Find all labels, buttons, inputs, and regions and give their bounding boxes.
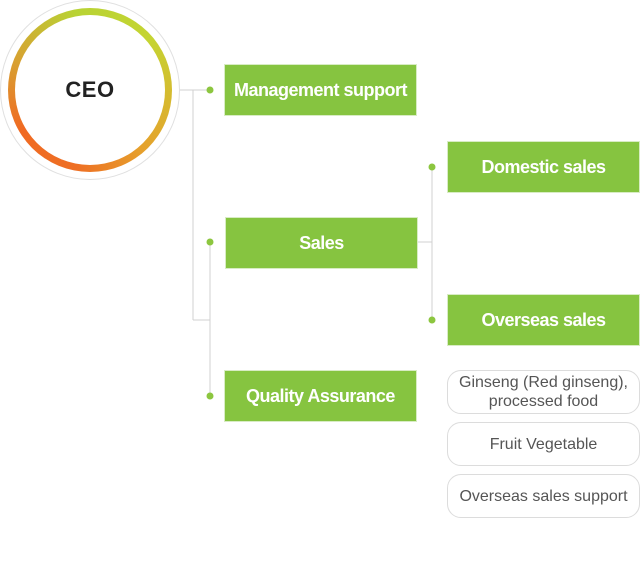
- dot-sales: [206, 238, 214, 246]
- management-support-box: Management support: [224, 64, 417, 116]
- ceo-center: CEO: [15, 15, 165, 165]
- dot-domestic: [428, 163, 436, 171]
- dot-quality: [206, 392, 214, 400]
- team-fruit-vegetable: Fruit Vegetable: [447, 422, 640, 466]
- overseas-sales-box: Overseas sales: [447, 294, 640, 346]
- team-overseas-sales-support: Overseas sales support: [447, 474, 640, 518]
- dot-management: [206, 86, 214, 94]
- dot-overseas: [428, 316, 436, 324]
- sales-box: Sales: [225, 217, 418, 269]
- domestic-sales-box: Domestic sales: [447, 141, 640, 193]
- ceo-label: CEO: [65, 77, 115, 102]
- team-ginseng: Ginseng (Red ginseng), processed food: [447, 370, 640, 414]
- quality-assurance-box: Quality Assurance: [224, 370, 417, 422]
